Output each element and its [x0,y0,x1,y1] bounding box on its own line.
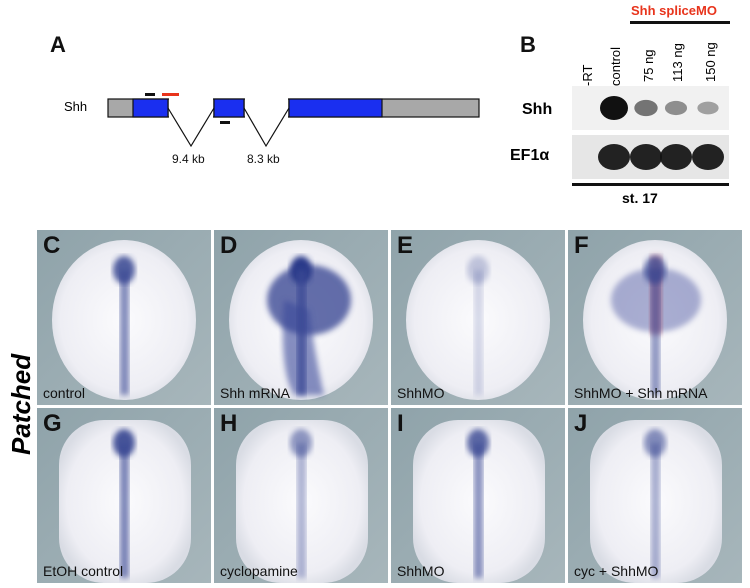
gene-structure-diagram [107,93,480,148]
panel-caption: Shh mRNA [220,385,291,401]
midline-stain [120,443,129,578]
primer-mark-2 [220,121,230,124]
gel-band [660,144,692,170]
panel-label: D [220,232,238,259]
embryo-panel-f: F ShhMO + Shh mRNA [568,230,742,405]
panel-label: C [43,232,61,259]
lane-label: control [608,46,623,86]
intron-2-gap [245,98,288,118]
gel-band [664,100,688,116]
panel-caption: cyclopamine [220,563,298,579]
panel-caption: ShhMO + Shh mRNA [574,385,708,401]
lane-label: 113 ng [670,43,685,82]
panel-label: E [397,232,414,259]
stage-bar [572,183,729,186]
gel-row-label: Shh [522,101,553,118]
gel-band [697,101,719,115]
embryo-panel-i: I ShhMO [391,408,565,583]
exon-2 [213,98,245,118]
group-bar [630,21,730,24]
panel-label: H [220,410,238,437]
gel-band [630,144,662,170]
midline-stain [474,270,483,395]
patched-label: Patched [6,353,36,455]
panel-label: I [397,410,404,437]
gel-band [634,99,658,117]
panel-caption: EtOH control [43,563,124,579]
embryo-panel-c: C control [37,230,211,405]
intron-2-line [243,107,290,148]
gel-band [692,144,724,170]
splice-mo-group-label: Shh spliceMO [631,3,717,18]
midline-stain [297,270,306,395]
panel-caption: control [43,385,86,401]
intron-1-gap [169,98,213,118]
midline-stain [651,443,660,578]
midline-stain [297,443,306,578]
lane-label: 75 ng [641,49,656,82]
embryo-panel-e: E ShhMO [391,230,565,405]
ef1a-gel [572,135,729,179]
panel-b-label: B [520,32,536,57]
midline-stain [651,270,660,395]
exon-3 [288,98,383,118]
exon-1 [132,98,169,118]
panel-caption: ShhMO [397,385,445,401]
gel-row-label: EF1α [510,147,550,164]
intron-1-size: 9.4 kb [172,152,205,166]
stage-label: st. 17 [622,190,658,206]
shh-gel [572,86,729,130]
intron-2-size: 8.3 kb [247,152,280,166]
panel-label: F [574,232,589,259]
lane-label: -RT [580,64,595,86]
embryo-panel-j: J cyc + ShhMO [568,408,742,583]
gel-band [600,96,628,120]
panel-label: J [574,410,588,437]
panel-label: G [43,410,62,437]
panel-a-label: A [50,32,66,57]
gel-band [598,144,630,170]
gene-label: Shh [64,99,88,114]
panel-caption: cyc + ShhMO [574,563,659,579]
midline-stain [120,270,129,395]
embryo-panel-g: G EtOH control [37,408,211,583]
panel-caption: ShhMO [397,563,445,579]
embryo-panel-d: D Shh mRNA [214,230,388,405]
intron-1-line [167,107,215,148]
splice-mo-mark [162,93,179,96]
midline-stain [474,443,483,578]
embryo-panel-h: H cyclopamine [214,408,388,583]
primer-mark [145,93,155,96]
lane-label: 150 ng [703,42,718,82]
